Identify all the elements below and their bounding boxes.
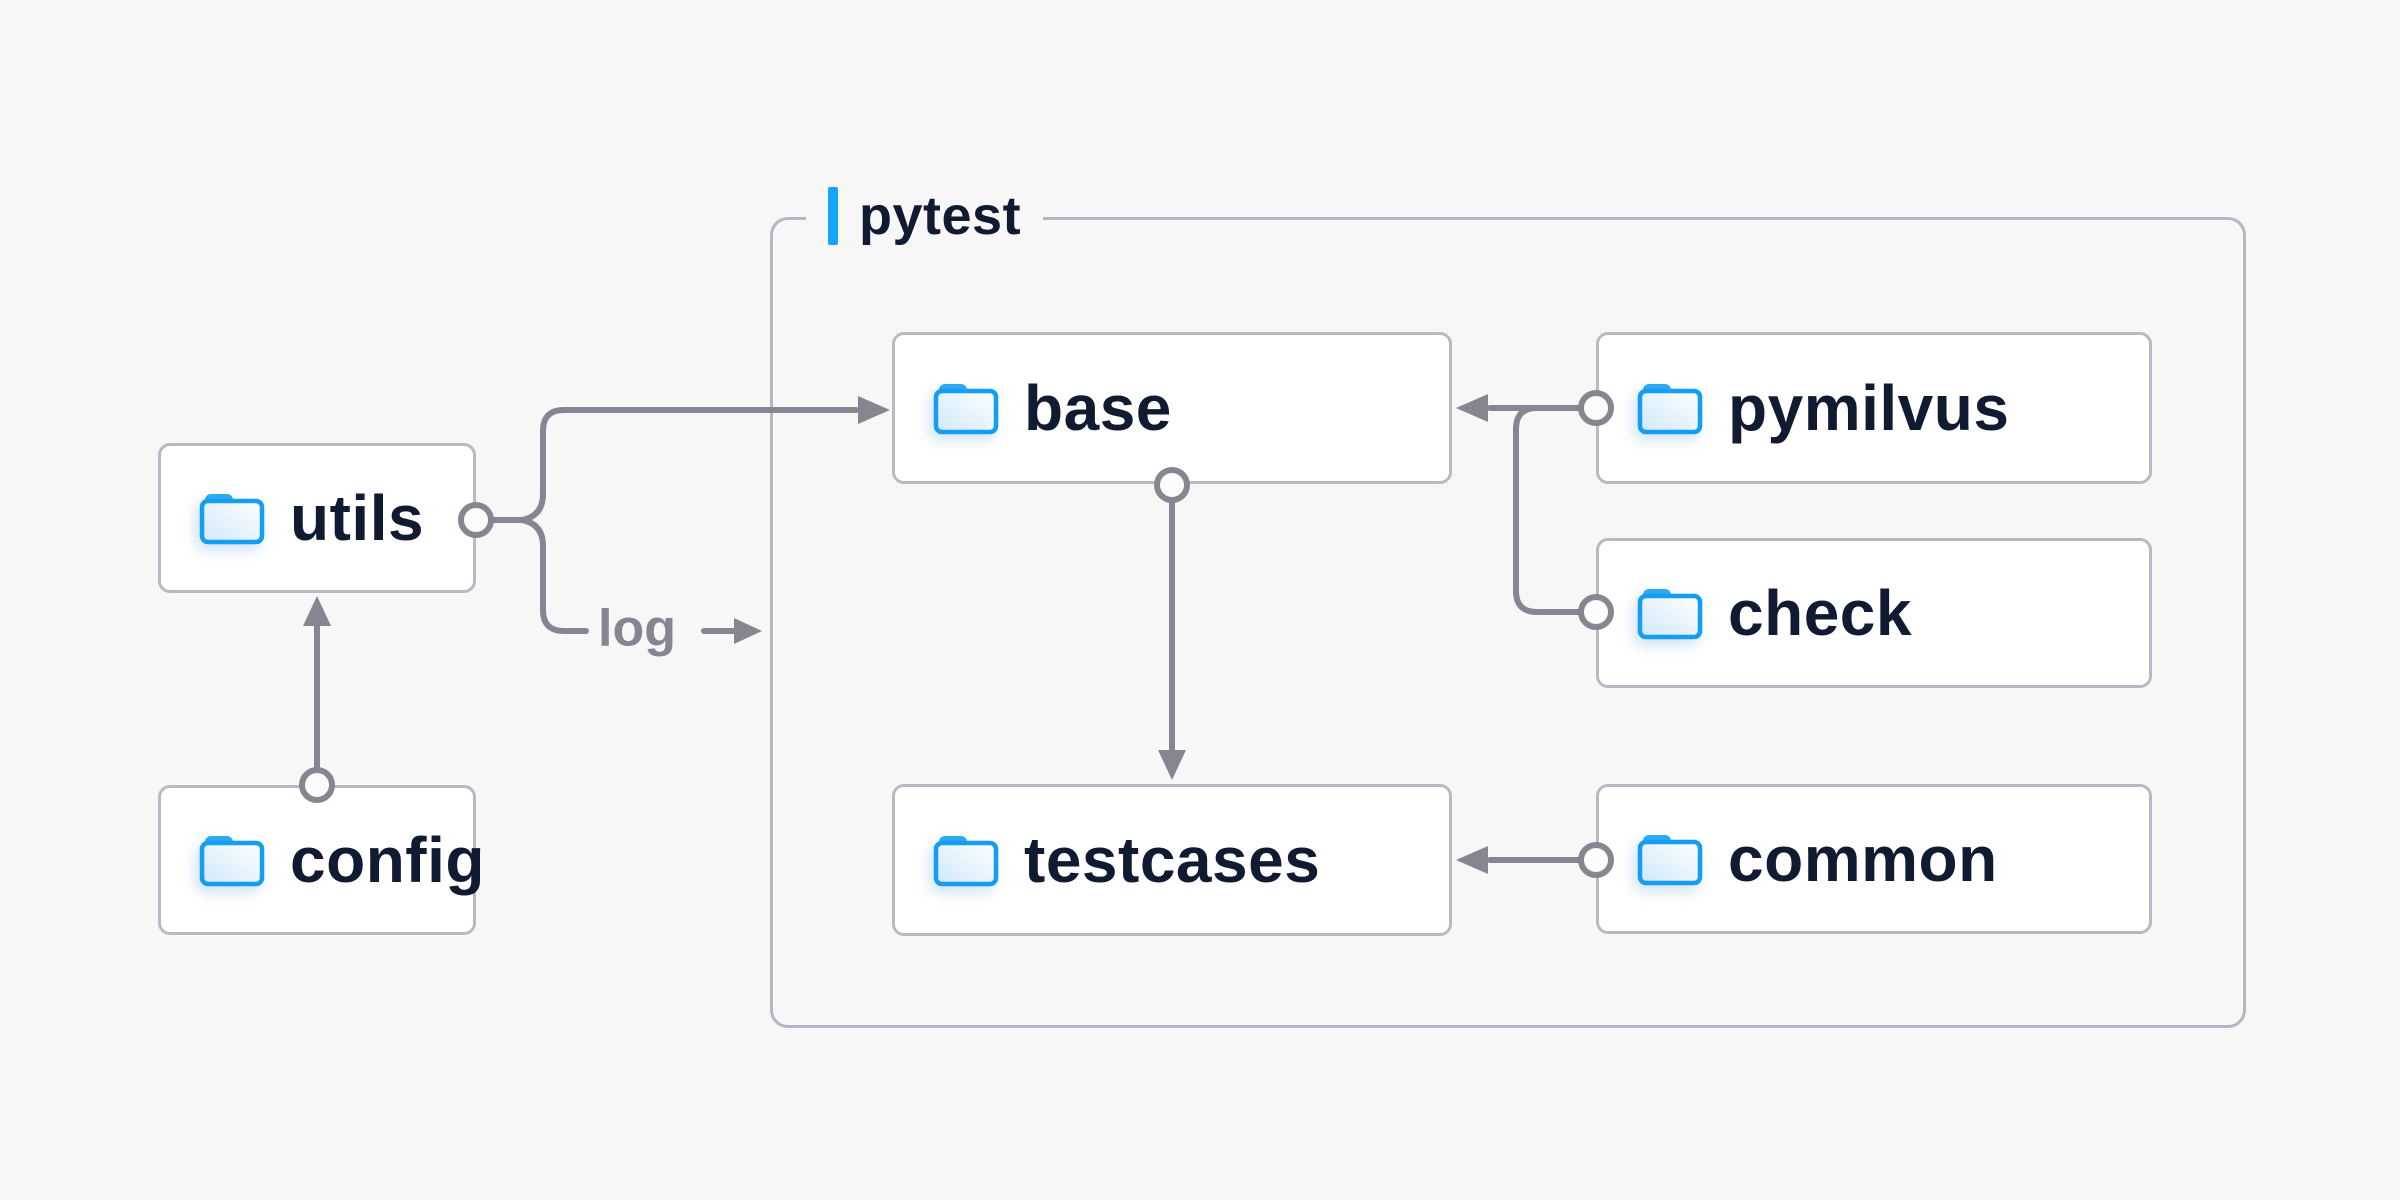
node-label: config — [290, 824, 485, 896]
arrowhead-up-utils — [303, 596, 331, 626]
node-config: config — [158, 785, 484, 935]
node-base: base — [892, 332, 1452, 484]
node-common: common — [1596, 784, 2152, 934]
node-utils: utils — [158, 443, 476, 593]
folder-icon — [1637, 586, 1703, 640]
folder-icon — [933, 833, 999, 887]
group-label-text: pytest — [859, 186, 1022, 246]
node-label: pymilvus — [1728, 372, 2010, 444]
accent-bar-icon — [828, 187, 838, 245]
node-label: common — [1728, 823, 1998, 895]
folder-icon — [199, 491, 265, 545]
node-label: check — [1728, 577, 1912, 649]
node-testcases: testcases — [892, 784, 1452, 936]
node-label: testcases — [1024, 824, 1321, 896]
node-label: utils — [290, 482, 425, 554]
node-label: base — [1024, 372, 1172, 444]
pytest-group-container — [770, 217, 2246, 1028]
edge-utils-log — [519, 517, 589, 634]
node-pymilvus: pymilvus — [1596, 332, 2152, 484]
node-check: check — [1596, 538, 2152, 688]
arrowhead-right-log — [734, 618, 762, 644]
folder-icon — [1637, 381, 1703, 435]
pytest-group-label: pytest — [806, 184, 1044, 248]
folder-icon — [1637, 832, 1703, 886]
folder-icon — [199, 833, 265, 887]
folder-icon — [933, 381, 999, 435]
edge-label-log: log — [598, 599, 676, 658]
